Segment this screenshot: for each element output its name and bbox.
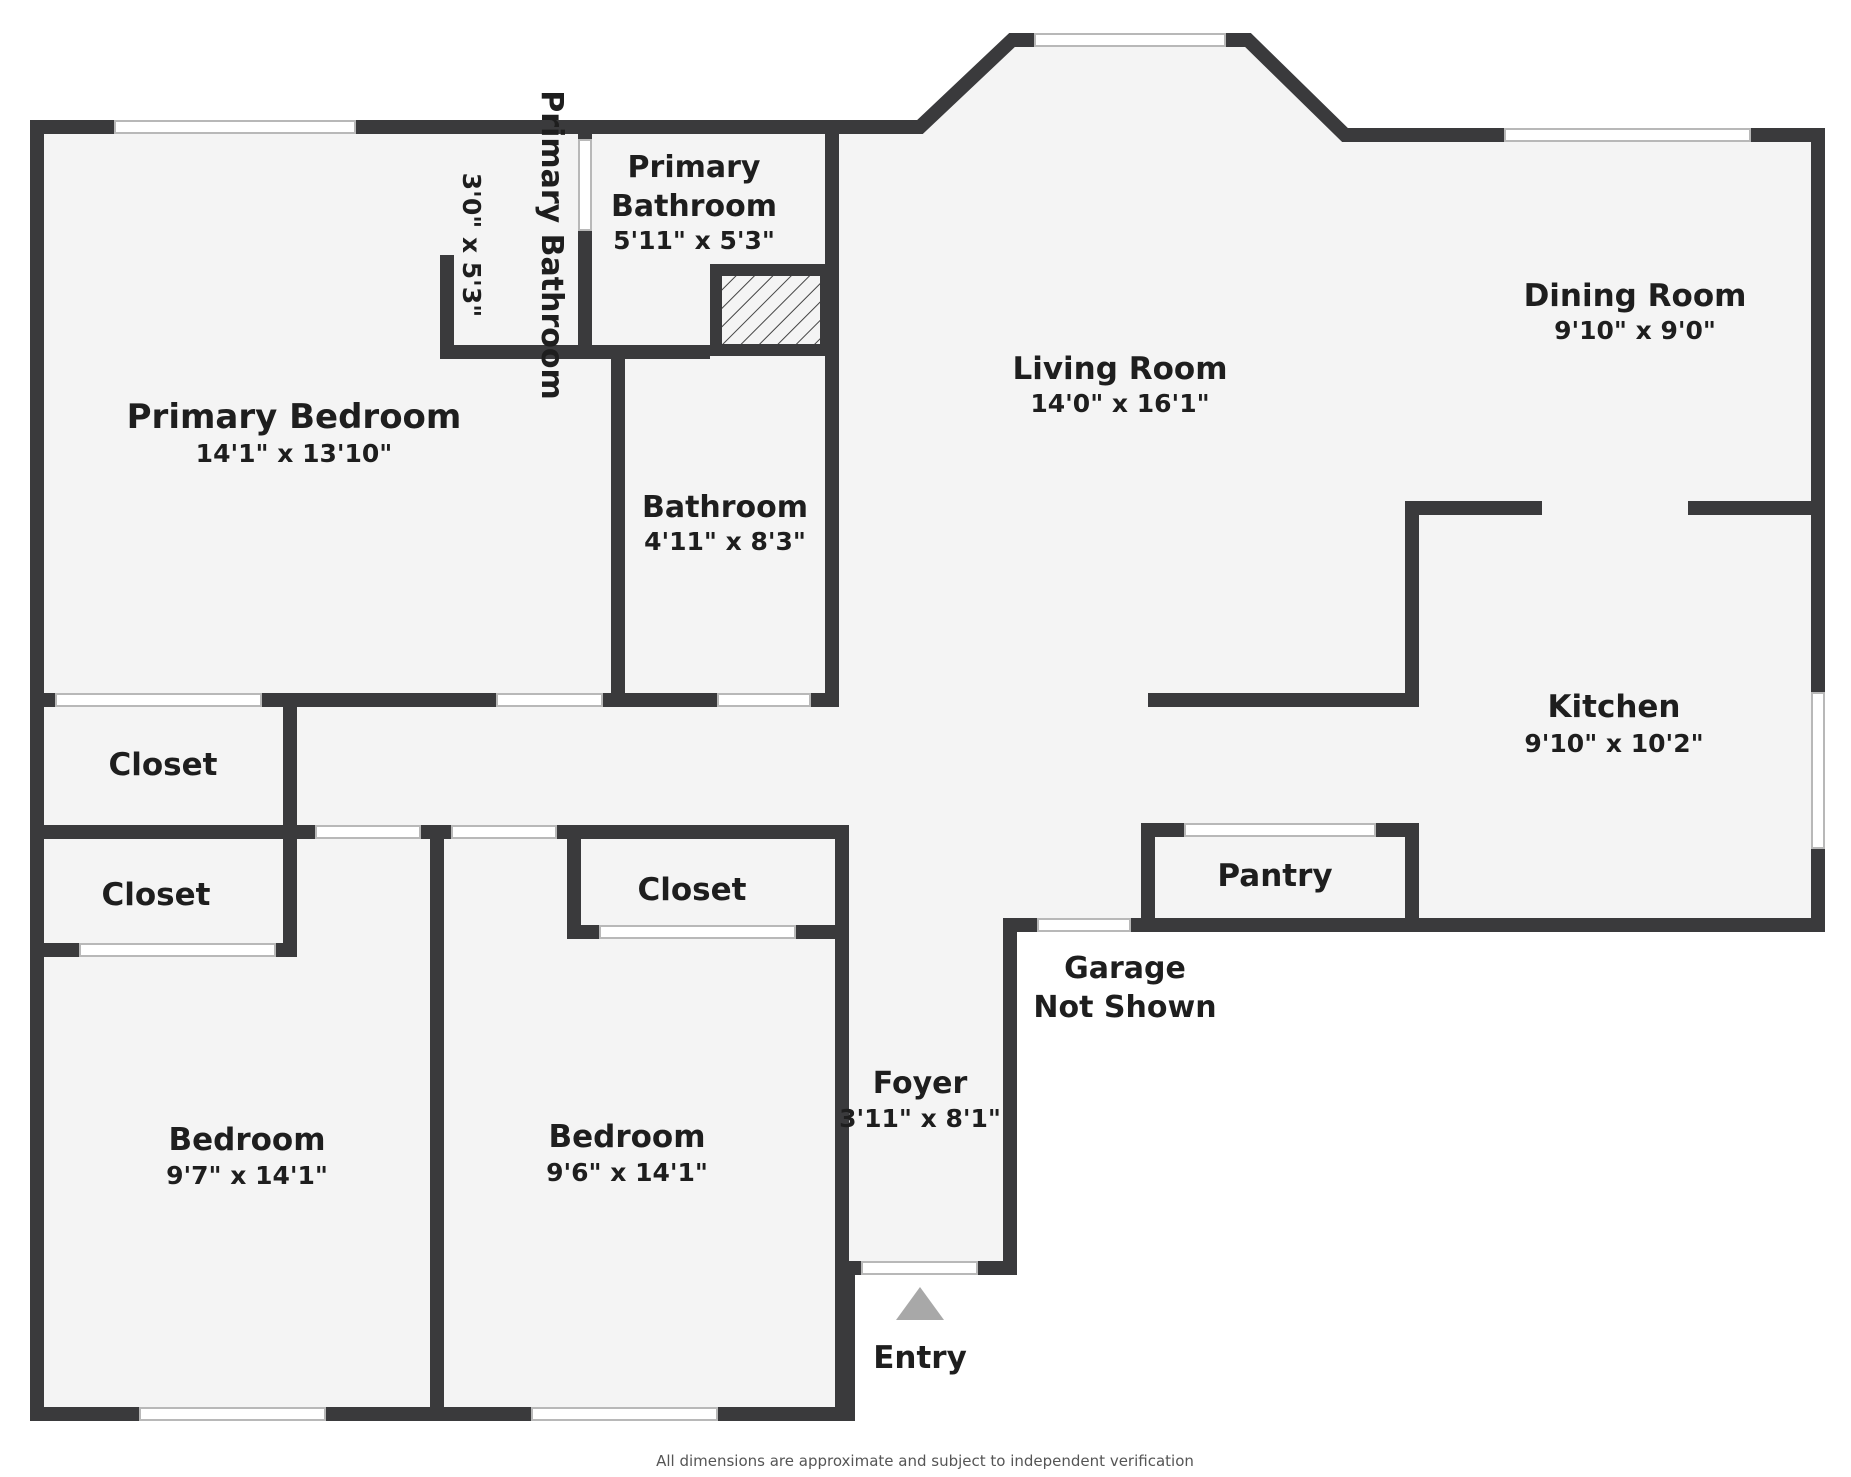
window <box>861 1261 978 1275</box>
window <box>496 693 603 707</box>
room-dims-kitchen: 9'10" x 10'2" <box>1524 729 1703 758</box>
room-name-closet-3: Closet <box>638 872 747 908</box>
window <box>717 693 811 707</box>
room-name-bedroom-2: Bedroom <box>548 1119 705 1155</box>
floor-area <box>37 40 1818 1414</box>
window <box>1037 918 1131 932</box>
window <box>451 825 557 839</box>
hatched-utility-block <box>710 264 832 356</box>
window <box>79 943 276 957</box>
room-name-bathroom: Bathroom <box>642 490 808 525</box>
garage-label-line2: Not Shown <box>1033 990 1216 1025</box>
room-name-living-room: Living Room <box>1012 351 1227 387</box>
room-dims-dining-room: 9'10" x 9'0" <box>1554 316 1716 345</box>
room-name-foyer: Foyer <box>873 1066 968 1101</box>
window <box>578 139 592 231</box>
room-dims-primary-bathroom: 5'11" x 5'3" <box>613 226 775 255</box>
room-labels: Primary Bedroom 14'1" x 13'10" Primary B… <box>102 90 1747 1190</box>
window <box>139 1407 326 1421</box>
room-name-primary-bathroom-line2: Bathroom <box>611 189 777 224</box>
room-name-primary-bedroom: Primary Bedroom <box>127 397 462 437</box>
room-name-closet-2: Closet <box>102 877 211 913</box>
windows <box>55 33 1825 1421</box>
room-name-pantry: Pantry <box>1217 858 1332 894</box>
window <box>315 825 421 839</box>
room-name-kitchen: Kitchen <box>1547 689 1680 725</box>
room-name-primary-bathroom: Primary <box>628 150 761 185</box>
window <box>55 693 262 707</box>
room-dims-living-room: 14'0" x 16'1" <box>1030 389 1209 418</box>
room-dims-foyer: 3'11" x 8'1" <box>839 1104 1001 1133</box>
room-dims-primary-bedroom: 14'1" x 13'10" <box>196 439 393 468</box>
window <box>1811 692 1825 849</box>
room-name-primary-bathroom-line1: Primary <box>628 150 761 185</box>
window <box>531 1407 718 1421</box>
entry-arrow-icon <box>896 1287 944 1320</box>
window <box>599 925 796 939</box>
room-dims-bedroom-1: 9'7" x 14'1" <box>166 1161 328 1190</box>
window <box>1504 128 1751 142</box>
room-name-dining-room: Dining Room <box>1524 278 1747 314</box>
room-dims-primary-bathroom-small: 3'0" x 5'3" <box>457 173 486 317</box>
window <box>1034 33 1226 47</box>
entry-label: Entry <box>873 1340 967 1376</box>
room-name-closet-1: Closet <box>109 747 218 783</box>
room-dims-bathroom: 4'11" x 8'3" <box>644 527 806 556</box>
room-name-primary-bathroom-small: Primary Bathroom <box>534 90 569 399</box>
garage-label-line1: Garage <box>1064 951 1186 986</box>
window <box>114 120 356 134</box>
window <box>1184 823 1376 837</box>
disclaimer-text: All dimensions are approximate and subje… <box>656 1452 1194 1470</box>
room-name-bedroom-1: Bedroom <box>168 1122 325 1158</box>
room-dims-bedroom-2: 9'6" x 14'1" <box>546 1158 708 1187</box>
